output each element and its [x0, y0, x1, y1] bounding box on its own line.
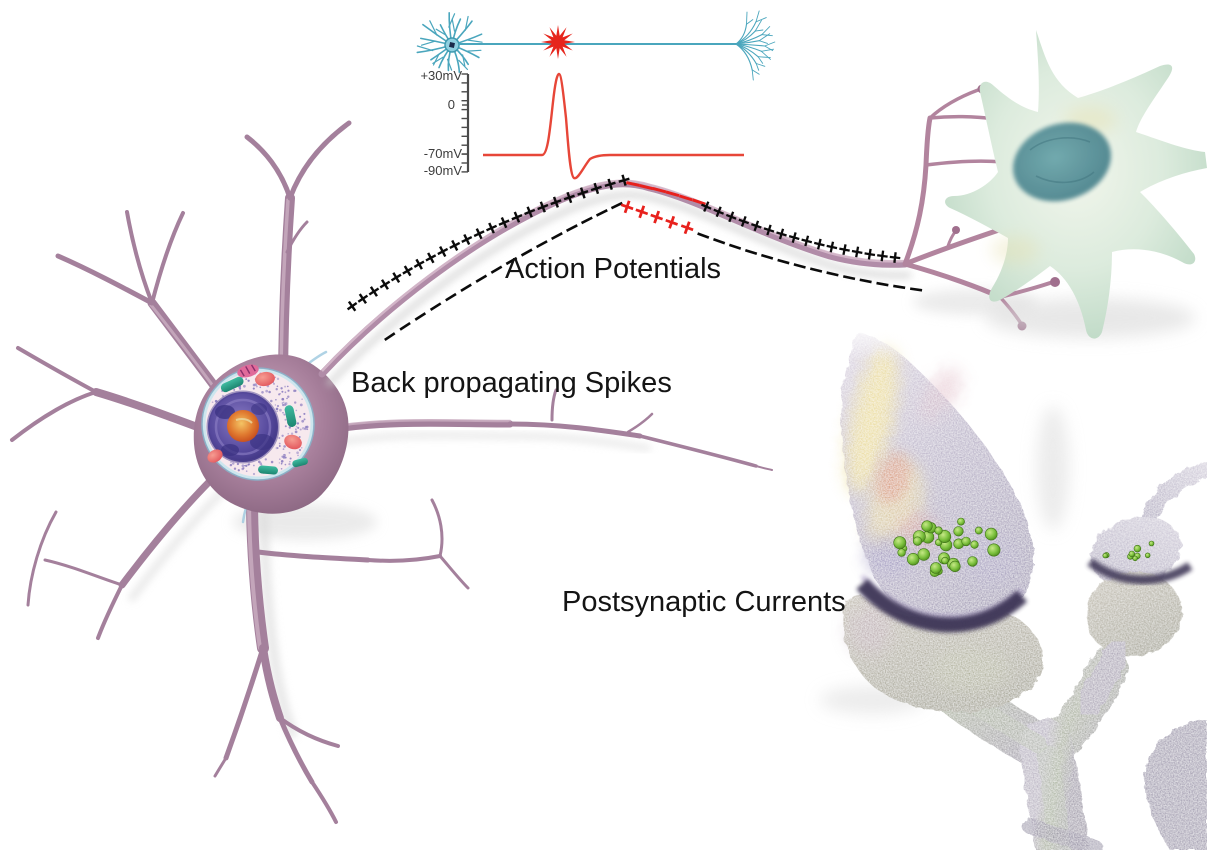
- presynaptic-neuron: [10, 120, 773, 824]
- synaptic-cleft-small: [1087, 558, 1193, 585]
- charge-zone-above-left: +++++++++++++++++++++++: [340, 166, 634, 320]
- svg-text:−: −: [773, 247, 794, 277]
- label-action-potentials: Action Potentials: [505, 253, 721, 285]
- svg-text:+: +: [849, 240, 865, 265]
- svg-text:−: −: [635, 171, 657, 204]
- postsynaptic-spine-small: [1086, 571, 1182, 657]
- axon-shadow: [325, 191, 912, 388]
- svg-text:+: +: [798, 229, 816, 254]
- svg-text:+: +: [823, 235, 840, 260]
- stimulus-burst-icon: [541, 25, 575, 59]
- organelles: [207, 364, 308, 475]
- action-potential-inset: +30mV 0 -70mV -90mV: [416, 10, 776, 180]
- axis-label-plus30: +30mV: [420, 68, 462, 83]
- inset-schematic-neuron: [416, 12, 483, 73]
- neuron-shadows: [128, 432, 651, 738]
- svg-text:−: −: [622, 168, 644, 201]
- svg-text:−: −: [789, 252, 809, 282]
- svg-text:+: +: [836, 238, 852, 263]
- voltage-axis: +30mV 0 -70mV -90mV: [420, 68, 470, 178]
- postsynaptic-spine-large: [842, 596, 1043, 713]
- synaptic-vesicles-small: [1102, 540, 1155, 562]
- axis-label-zero: 0: [448, 97, 455, 112]
- svg-text:+: +: [875, 244, 890, 268]
- synaptic-vesicles-large: [893, 517, 1001, 577]
- svg-text:−: −: [873, 270, 892, 299]
- svg-text:−: −: [648, 174, 671, 207]
- axis-label-minus70: -70mV: [424, 146, 463, 161]
- dendrites: [10, 120, 773, 824]
- charge-zone-below-left: −−−−−−−−−−−−−−−−: [377, 191, 630, 352]
- label-back-propagating-spikes: Back propagating Spikes: [351, 367, 672, 399]
- charge-zone-below-right: −−−−−−−−−−−−−−: [692, 221, 925, 304]
- svg-text:+: +: [785, 225, 803, 250]
- svg-text:+: +: [811, 232, 828, 257]
- svg-text:−: −: [823, 260, 843, 289]
- membrane-charge-symbols: +++++++++++++++++++++++−−−−−−+++++++++++…: [340, 166, 925, 352]
- svg-text:−: −: [806, 256, 826, 286]
- svg-text:+: +: [888, 246, 903, 270]
- green-neuron-nucleus: [1013, 122, 1111, 202]
- svg-text:−: −: [839, 263, 858, 292]
- svg-text:−: −: [890, 273, 908, 302]
- postsynaptic-neuron: [945, 30, 1207, 339]
- synapse-small: [1073, 462, 1207, 719]
- nucleolus: [227, 410, 259, 442]
- synapse-closeup: [820, 318, 1207, 850]
- bouton-stalk-fade: [836, 318, 912, 362]
- label-postsynaptic-currents: Postsynaptic Currents: [562, 586, 846, 618]
- synaptic-cleft-large: [856, 578, 1028, 633]
- svg-text:+: +: [862, 242, 878, 267]
- svg-text:−: −: [907, 276, 925, 305]
- inset-axon-terminal: [735, 10, 776, 81]
- charge-zone-above-depolarized: −−−−−−: [622, 168, 711, 219]
- nucleus: [206, 390, 280, 464]
- axis-label-minus90: -90mV: [424, 163, 463, 178]
- action-potential-trace: [483, 72, 744, 180]
- svg-text:−: −: [856, 267, 875, 296]
